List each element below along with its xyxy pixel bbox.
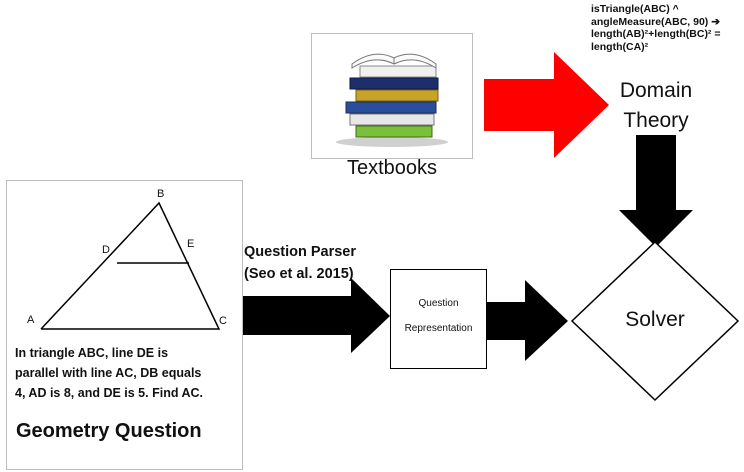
point-label-a: A [27, 314, 35, 326]
textbooks-label: Textbooks [346, 157, 438, 179]
question-representation-box: Question Representation [390, 269, 487, 369]
point-label-e: E [187, 238, 195, 250]
domain-theory-label: Domain Theory [596, 76, 716, 136]
geometry-question-box: B D E A C In triangle ABC, line DE is pa… [6, 180, 243, 470]
point-label-c: C [219, 315, 227, 327]
point-label-b: B [157, 188, 165, 200]
red-arrow [484, 52, 609, 158]
formula-line-4: length(CA)² [591, 40, 649, 53]
parser-arrow [233, 278, 390, 353]
solver-label: Solver [625, 308, 685, 331]
formula-line-3: length(AB)²+length(BC)² = [591, 28, 721, 40]
formula-line-1: isTriangle(ABC) ^ [591, 3, 679, 15]
question-text: In triangle ABC, line DE is parallel wit… [15, 343, 241, 403]
triangle-figure [40, 201, 221, 330]
representation-line-1: Question [418, 298, 459, 309]
question-text-line-1: In triangle ABC, line DE is [15, 346, 169, 360]
question-parser-line-1: Question Parser [244, 244, 357, 260]
domain-theory-line-1: Domain [619, 79, 693, 102]
domain-theory-line-2: Theory [623, 109, 689, 132]
stack-of-books-icon [336, 53, 448, 147]
textbooks-box [311, 33, 473, 159]
down-arrow [619, 135, 693, 247]
question-parser-line-2: (Seo et al. 2015) [244, 266, 354, 282]
solver-diamond [570, 240, 740, 402]
formula-text: isTriangle(ABC) ^ angleMeasure(ABC, 90) … [591, 3, 744, 53]
representation-line-2: Representation [404, 323, 473, 334]
representation-arrow [487, 280, 568, 361]
geometry-question-title: Geometry Question [16, 420, 202, 442]
question-parser-label: Question Parser (Seo et al. 2015) [244, 241, 356, 285]
question-text-line-2: parallel with line AC, DB equals [15, 366, 202, 380]
formula-line-2: angleMeasure(ABC, 90) ➔ [591, 15, 720, 28]
point-label-d: D [102, 244, 110, 256]
question-text-line-3: 4, AD is 8, and DE is 5. Find AC. [15, 386, 204, 400]
